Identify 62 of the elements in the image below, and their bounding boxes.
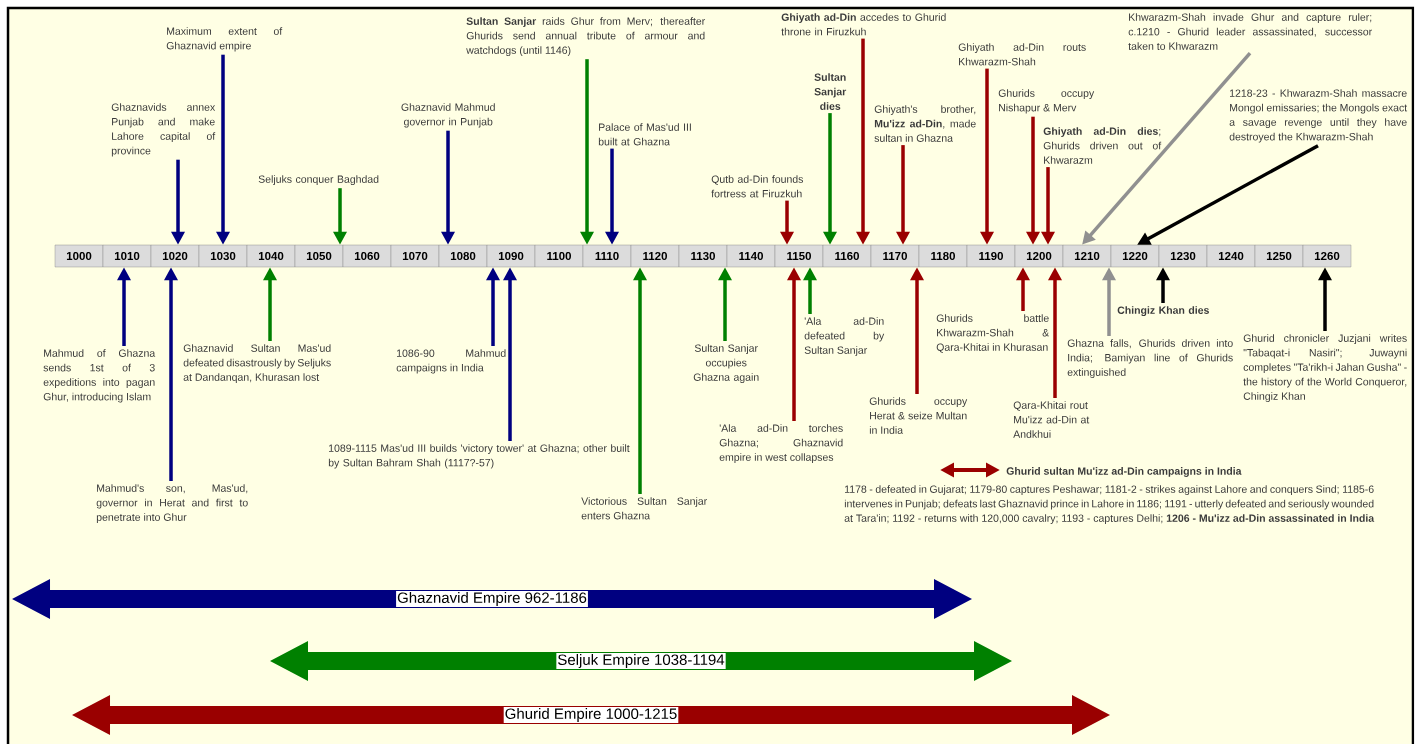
event-text: Ghaznavid Sultan Mas'ud defeated disastrously by Seljuks at Dandanqan, Khurasan lost (183, 344, 331, 383)
year-cell: 1110 (582, 244, 632, 268)
event-text: Ghiyath ad-Din accedes to Ghurid throne in Firuzkuh (781, 13, 946, 36)
year-cell: 1010 (102, 244, 152, 268)
year-cell: 1130 (678, 244, 728, 268)
year-cell: 1060 (342, 244, 392, 268)
event-text: Sultan Sanjar occupies Ghazna again (693, 344, 759, 383)
event-text: 1086-90 Mahmud campaigns in India (396, 349, 506, 374)
event-text: Ghaznavid Mahmud governor in Punjab (401, 103, 495, 128)
event-text: Qutb ad-Din founds fortress at Firuzkuh (711, 175, 803, 198)
year-cell: 1200 (1014, 244, 1064, 268)
year-cell: 1180 (918, 244, 968, 268)
legend-text: Ghurid sultan Mu'izz ad-Din campaigns in India (1006, 467, 1242, 477)
year-cell: 1040 (246, 244, 296, 268)
event-text: Ghiyath ad-Din routs Khwarazm-Shah (958, 43, 1086, 66)
event-text: Victorious Sultan Sanjar enters Ghazna (581, 497, 707, 520)
event-text: Maximum extent of Ghaznavid empire (166, 27, 283, 52)
event-text: Ghiyath ad-Din dies; Ghurids driven out of Khwarazm (1043, 127, 1162, 164)
event-text: Mahmud's son, Mas'ud, governor in Herat and first to penetrate into Ghur (96, 484, 248, 523)
year-cell: 1190 (966, 244, 1016, 268)
empire-band: Seljuk Empire 1038-1194 (270, 641, 1012, 681)
event-text: Palace of Mas'ud III built at Ghazna (598, 123, 691, 146)
event-text: 'Ala ad-Din defeated by Sultan Sanjar (804, 317, 885, 356)
empire-band: Ghaznavid Empire 962-1186 (12, 579, 972, 619)
event-text: Ghaznavids annex Punjab and make Lahore capital of province (111, 103, 216, 157)
year-cell: 1220 (1110, 244, 1160, 268)
event-text: Ghazna falls, Ghurids driven into India; Bamiyan line of Ghurids extinguished (1067, 339, 1233, 378)
year-cell: 1050 (294, 244, 344, 268)
year-cell: 1020 (150, 244, 200, 268)
event-text: Chingiz Khan dies (1117, 306, 1209, 317)
event-text: 'Ala ad-Din torches Ghazna; Ghaznavid empire in west collapses (719, 424, 843, 463)
year-cell: 1120 (630, 244, 680, 268)
event-text: 1089-1115 Mas'ud III builds 'victory tower' at Ghazna; other built by Sultan Bahram Shah (1117?-57) (328, 444, 630, 469)
year-cell: 1090 (486, 244, 536, 268)
event-text: Seljuks conquer Baghdad (258, 175, 379, 185)
note-text: 1178 - defeated in Gujarat; 1179-80 captures Peshawar; 1181-2 - strikes against Lahore and conquers Sind; 1185-6 intervenes in Punjab; defeats last Ghaznavid prince in Lahore in 1186; 1191 - utterly defeated and seriously wounded at Tara'in; 1192 - returns with 120,000 cavalry; 1193 - captures Delhi; 1206 - Mu'izz ad-Din assassinated in India (844, 485, 1375, 524)
year-cell: 1000 (54, 244, 104, 268)
event-text: Qara-Khitai rout Mu'izz ad-Din at Andkhui (1013, 401, 1090, 438)
empire-band: Ghurid Empire 1000-1215 (72, 695, 1110, 735)
year-cell: 1030 (198, 244, 248, 268)
year-cell: 1150 (774, 244, 824, 268)
event-text: Ghurids battle Khwarazm-Shah & Qara-Khitai in Khurasan (936, 314, 1049, 353)
event-text: Khwarazm-Shah invade Ghur and capture ruler; c.1210 - Ghurid leader assassinated, successor taken to Khwarazm (1128, 13, 1372, 50)
year-cell: 1070 (390, 244, 440, 268)
event-text: Sultan Sanjar dies (814, 73, 847, 110)
year-cell: 1160 (822, 244, 872, 268)
event-text: Mahmud of Ghazna sends 1st of 3 expeditions into pagan Ghur, introducing Islam (43, 349, 156, 403)
event-text: Sultan Sanjar raids Ghur from Merv; thereafter Ghurids send annual tribute of armour and watchdogs (until 1146) (466, 17, 705, 56)
event-text: 1218-23 - Khwarazm-Shah massacre Mongol emissaries; the Mongols exact a savage revenge until they have destroyed the Khwarazm-Shah (1229, 89, 1408, 143)
event-text: Ghurid chronicler Juzjani writes "Tabaqat-i Nasiri"; Juwayni completes "Ta'rikh-i Jahan Gusha" - the history of the World Conqueror, Chingiz Khan (1243, 334, 1407, 402)
event-text: Ghurids occupy Herat & seize Multan in India (869, 397, 968, 434)
year-cell: 1080 (438, 244, 488, 268)
year-cell: 1170 (870, 244, 920, 268)
year-cell: 1140 (726, 244, 776, 268)
year-cell: 1240 (1206, 244, 1256, 268)
year-cell: 1210 (1062, 244, 1112, 268)
year-cell: 1100 (534, 244, 584, 268)
year-cell: 1260 (1302, 244, 1352, 268)
year-cell: 1250 (1254, 244, 1304, 268)
event-text: Ghurids occupy Nishapur & Merv (998, 89, 1095, 114)
event-text: Ghiyath's brother, Mu'izz ad-Din, made sultan in Ghazna (874, 105, 976, 142)
year-cell: 1230 (1158, 244, 1208, 268)
